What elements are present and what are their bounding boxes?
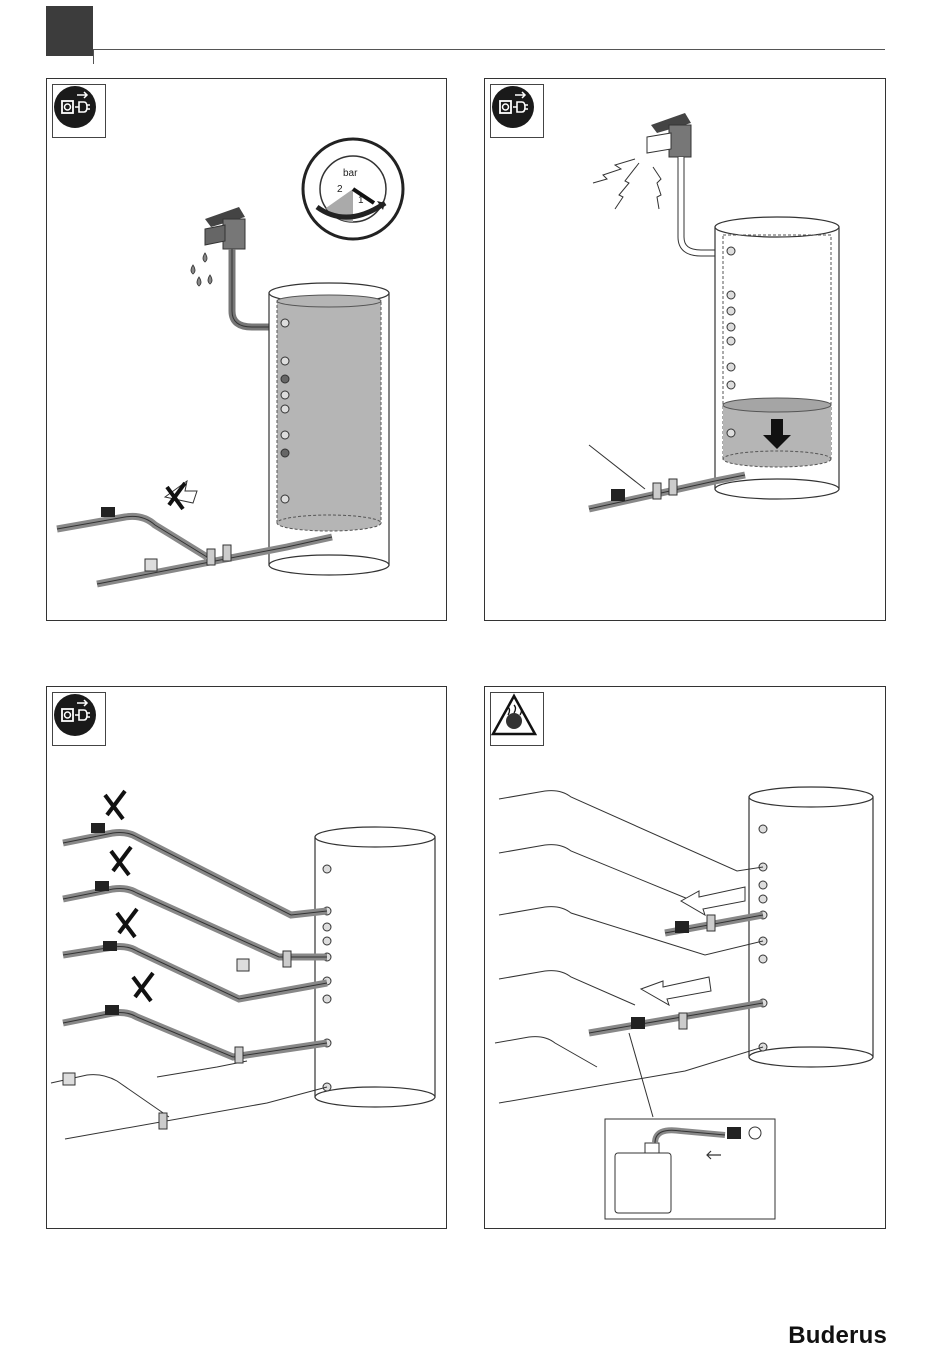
- valves-closed-illustration: [47, 687, 446, 1228]
- panel-flush-with-agent: [484, 686, 886, 1229]
- flush-illustration: [485, 687, 885, 1228]
- circuit-pipes-outline: [51, 833, 327, 1140]
- storage-tank: [715, 217, 839, 499]
- flow-arrows: [641, 887, 745, 1005]
- storage-tank: [315, 827, 435, 1107]
- valve-closed-x-icon: [165, 481, 197, 509]
- circuit-pipes: [495, 791, 763, 1103]
- chapter-tab: [46, 6, 93, 56]
- header-tick: [93, 50, 94, 64]
- water-drops-icon: [191, 253, 212, 286]
- storage-tank: [749, 787, 873, 1067]
- panel-close-valves: [46, 686, 447, 1229]
- air-hiss-icon: [593, 159, 661, 209]
- gauge-unit: bar: [343, 168, 358, 179]
- panel-drain-tank: [484, 78, 886, 621]
- circuit-valves: [63, 823, 291, 1129]
- panel-switch-off-fill-tank: bar 2 1: [46, 78, 447, 621]
- tank-fill-illustration: bar 2 1: [47, 79, 446, 620]
- pressure-gauge: bar 2 1: [303, 139, 403, 239]
- gauge-tick-1: 1: [358, 195, 364, 206]
- brand-logo: Buderus: [772, 1322, 887, 1350]
- gauge-tick-2: 2: [337, 184, 343, 195]
- tank-drain-illustration: [485, 79, 885, 620]
- cleaning-agent-inset: [605, 1033, 775, 1219]
- header-rule: [93, 49, 885, 50]
